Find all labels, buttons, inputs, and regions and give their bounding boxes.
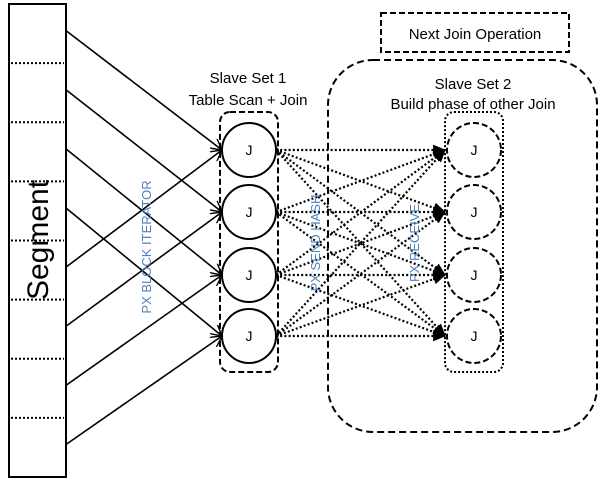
block-iterator-edge [65,150,222,268]
block-iterator-edges [65,29,222,446]
px-send-hash-label: PX SEND HASH [308,195,323,292]
slave-set-2-node: J [446,308,502,364]
node-label: J [246,204,253,220]
slave-set-2-subtitle: Build phase of other Join [390,96,555,113]
node-label: J [471,142,478,158]
next-join-operation-box: Next Join Operation [380,12,570,53]
slave-set-2-node: J [446,184,502,240]
slave-set-1-subtitle: Table Scan + Join [189,92,308,109]
send-hash-edge [273,273,447,339]
send-hash-edges [273,144,447,342]
node-label: J [246,142,253,158]
block-iterator-edge [65,89,222,212]
segment-label: Segment [22,179,55,300]
node-label: J [471,267,478,283]
block-iterator-edge [65,148,222,275]
node-label: J [471,204,478,220]
slave-set-1-node: J [221,247,277,303]
slave-set-1-nodes: J J J J [221,122,277,364]
slave-set-1-node: J [221,308,277,364]
node-label: J [246,267,253,283]
slave-set-2-nodes: J J J J [446,122,502,364]
slave-set-2-node: J [446,247,502,303]
slave-set-2-group-box [444,111,504,373]
segment-partition-dividers [11,62,64,419]
block-iterator-edge [65,336,222,446]
node-label: J [246,328,253,344]
slave-set-2-node: J [446,122,502,178]
slave-set-2-title: Slave Set 2 [435,76,512,93]
slave-set-1-node: J [221,122,277,178]
slave-set-1-title: Slave Set 1 [210,70,287,87]
px-receive-label: PX RECEIVE [407,204,422,282]
slave-set-1-node: J [221,184,277,240]
segment-table: Segment [8,3,67,478]
block-iterator-edge [65,29,222,150]
slave-set-2-container: Slave Set 2 Build phase of other Join [327,59,598,433]
node-label: J [471,328,478,344]
block-iterator-edge [65,207,222,336]
slave-set-1-group-box [219,111,279,373]
block-iterator-edge [65,212,222,327]
block-iterator-edge [65,275,222,387]
next-join-operation-label: Next Join Operation [409,26,542,43]
px-block-iterator-label: PX BLOCK ITERATOR [139,180,154,313]
